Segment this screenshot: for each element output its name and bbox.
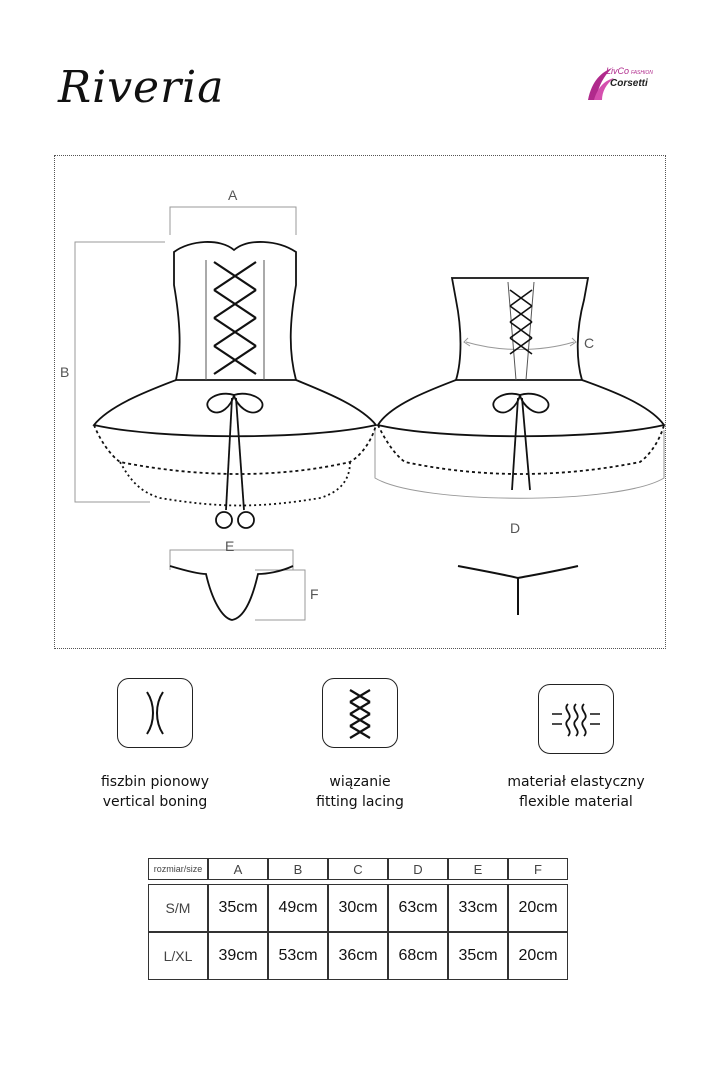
fitting-lacing-icon — [322, 678, 398, 748]
feature-label-en: vertical boning — [102, 794, 208, 810]
table-row: S/M 35cm 49cm 30cm 63cm 33cm 20cm — [148, 884, 568, 932]
table-col-e: E — [448, 858, 508, 880]
table-cell: 30cm — [328, 884, 388, 932]
size-table: rozmiar/size A B C D E F S/M 35cm 49cm 3… — [148, 858, 568, 980]
feature-vertical-boning: fiszbin pionowy vertical boning — [85, 678, 225, 812]
dim-label-e: E — [225, 538, 235, 554]
feature-label-pl: wiązanie — [329, 774, 391, 790]
table-col-d: D — [388, 858, 448, 880]
flexible-material-icon — [538, 684, 614, 754]
dim-c-line — [465, 341, 575, 350]
table-col-f: F — [508, 858, 568, 880]
dim-a-line — [169, 206, 297, 235]
measurement-frame — [54, 155, 666, 649]
brand-fashion: FASHION — [631, 70, 653, 76]
feature-label-en: flexible material — [519, 794, 633, 810]
table-col-c: C — [328, 858, 388, 880]
dim-b-line — [74, 241, 165, 503]
table-cell: 33cm — [448, 884, 508, 932]
table-cell: 20cm — [508, 884, 568, 932]
back-thong — [457, 565, 579, 615]
table-cell: 35cm — [208, 884, 268, 932]
brand-name-line1: LivCo — [606, 66, 630, 76]
front-corset — [92, 241, 378, 529]
row-size-label: S/M — [148, 884, 208, 932]
vertical-boning-icon — [117, 678, 193, 748]
table-cell: 63cm — [388, 884, 448, 932]
dim-label-b: B — [60, 364, 70, 380]
table-corner-label: rozmiar/size — [148, 858, 208, 880]
table-row: L/XL 39cm 53cm 36cm 68cm 35cm 20cm — [148, 932, 568, 980]
dim-label-c: C — [584, 335, 595, 351]
table-cell: 68cm — [388, 932, 448, 980]
feature-label-pl: fiszbin pionowy — [100, 774, 210, 790]
table-cell: 53cm — [268, 932, 328, 980]
front-thong — [169, 565, 294, 621]
dim-label-f: F — [310, 586, 319, 602]
dim-label-d: D — [510, 520, 521, 536]
table-cell: 39cm — [208, 932, 268, 980]
brand-swirl-icon — [588, 68, 614, 100]
back-corset — [376, 277, 666, 491]
row-size-label: L/XL — [148, 932, 208, 980]
product-title: Riveria — [58, 62, 225, 113]
dim-label-a: A — [228, 187, 238, 203]
feature-fitting-lacing: wiązanie fitting lacing — [290, 678, 430, 812]
feature-flexible-material: materiał elastyczny flexible material — [506, 684, 646, 812]
table-cell: 20cm — [508, 932, 568, 980]
feature-label-en: fitting lacing — [316, 794, 404, 810]
table-cell: 49cm — [268, 884, 328, 932]
dim-f-line — [255, 569, 306, 621]
table-cell: 36cm — [328, 932, 388, 980]
table-col-b: B — [268, 858, 328, 880]
size-table-header: rozmiar/size A B C D E F — [148, 858, 568, 880]
dim-e-line — [169, 549, 294, 570]
dim-d-line — [374, 430, 665, 499]
table-cell: 35cm — [448, 932, 508, 980]
table-col-a: A — [208, 858, 268, 880]
garment-drawing — [74, 206, 666, 621]
brand-name-line2: Corsetti — [610, 78, 648, 89]
feature-label-pl: materiał elastyczny — [507, 774, 645, 790]
